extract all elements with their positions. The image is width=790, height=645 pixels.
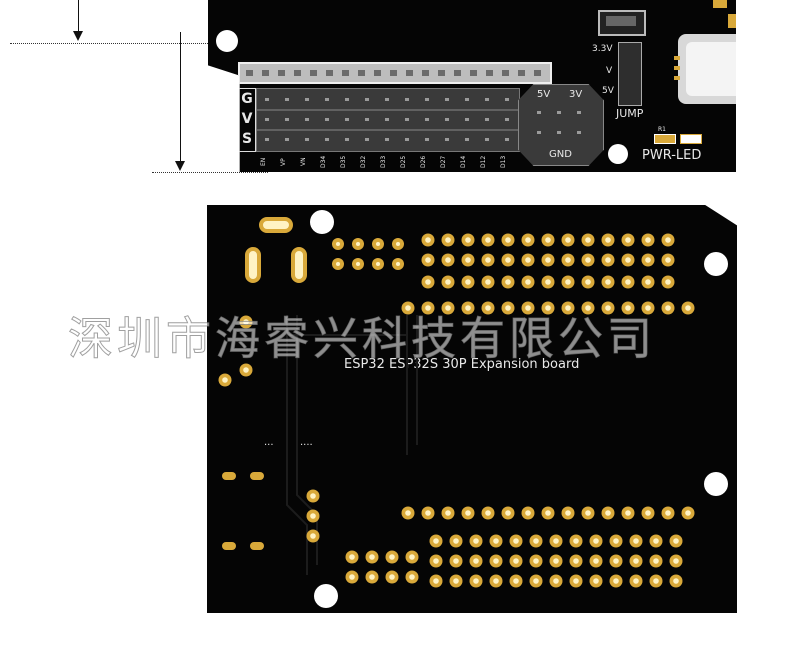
dimension-guide-top — [10, 43, 210, 44]
power-label-3v: 3V — [569, 89, 583, 100]
oval-pad — [245, 247, 261, 283]
pin-label: D32 — [360, 155, 367, 168]
oval-pad — [291, 247, 307, 283]
power-header-pins — [537, 111, 581, 134]
top-board: G V S — [208, 0, 736, 172]
pin-label: EN — [260, 157, 267, 166]
usb-c-connector — [674, 34, 736, 104]
pin-label: D26 — [420, 155, 427, 168]
mounting-hole — [704, 252, 728, 276]
jumper-label-v: V — [606, 66, 613, 76]
mounting-hole — [314, 584, 338, 608]
row-label-s: S — [241, 131, 253, 147]
arrow-down-icon — [175, 161, 185, 171]
mounting-hole — [704, 472, 728, 496]
pin-label: D14 — [460, 155, 467, 168]
dimension-line-left — [78, 0, 79, 32]
bottom-board: ESP32 ESP32S 30P Expansion board ... ...… — [207, 205, 737, 613]
pin-label: D13 — [500, 155, 507, 168]
via-dots: .... — [300, 437, 313, 448]
pin-label: D33 — [380, 155, 387, 168]
resistor — [654, 134, 676, 144]
pad — [392, 238, 404, 250]
row-label-g: G — [241, 91, 253, 107]
smd-pad — [713, 0, 727, 8]
header-strip — [238, 62, 552, 84]
led — [680, 134, 702, 144]
pin-label: D25 — [400, 155, 407, 168]
pad — [352, 258, 364, 270]
jumper-label-3v3: 3.3V — [592, 44, 613, 54]
mounting-hole — [608, 144, 628, 164]
pin-label: VP — [280, 158, 287, 166]
pad — [392, 258, 404, 270]
arrow-down-icon — [73, 31, 83, 41]
company-watermark: 深圳市海睿兴科技有限公司 — [67, 312, 657, 366]
jumper-label-5v: 5V — [602, 86, 614, 96]
pad — [352, 238, 364, 250]
pad — [332, 238, 344, 250]
diode — [598, 10, 646, 36]
gvs-pin-header — [256, 88, 520, 152]
header-strip-pins — [246, 70, 541, 76]
power-label-gnd: GND — [549, 149, 572, 160]
pad — [332, 258, 344, 270]
via-dots: ... — [264, 437, 274, 448]
dimension-line-right — [180, 32, 181, 163]
pin-label: D12 — [480, 155, 487, 168]
power-header: 5V 3V GND — [518, 84, 604, 166]
pin-label: VN — [300, 157, 307, 166]
gvs-label-box: G V S — [238, 88, 256, 152]
mounting-hole — [216, 30, 238, 52]
resistor-label: R1 — [658, 126, 666, 133]
led-label: PWR-LED — [642, 148, 702, 163]
pin-label: D27 — [440, 155, 447, 168]
jumper-caption: JUMP — [616, 107, 644, 120]
pin-label: D34 — [320, 155, 327, 168]
pin-labels: EN VP VN D34 D35 D32 D33 D25 D26 D27 D14… — [256, 152, 518, 170]
dimension-guide-bottom — [152, 172, 268, 173]
board-title: ESP32 ESP32S 30P Expansion board — [344, 357, 580, 372]
pin-label: D35 — [340, 155, 347, 168]
oval-pad — [259, 217, 293, 233]
power-label-5v: 5V — [537, 89, 551, 100]
jumper-header — [618, 42, 642, 106]
row-label-v: V — [241, 111, 253, 127]
mounting-hole — [310, 210, 334, 234]
pad — [372, 258, 384, 270]
pcb-traces — [286, 315, 418, 575]
gvs-pin-grid — [257, 98, 519, 141]
pad — [372, 238, 384, 250]
smd-pad — [728, 14, 736, 28]
